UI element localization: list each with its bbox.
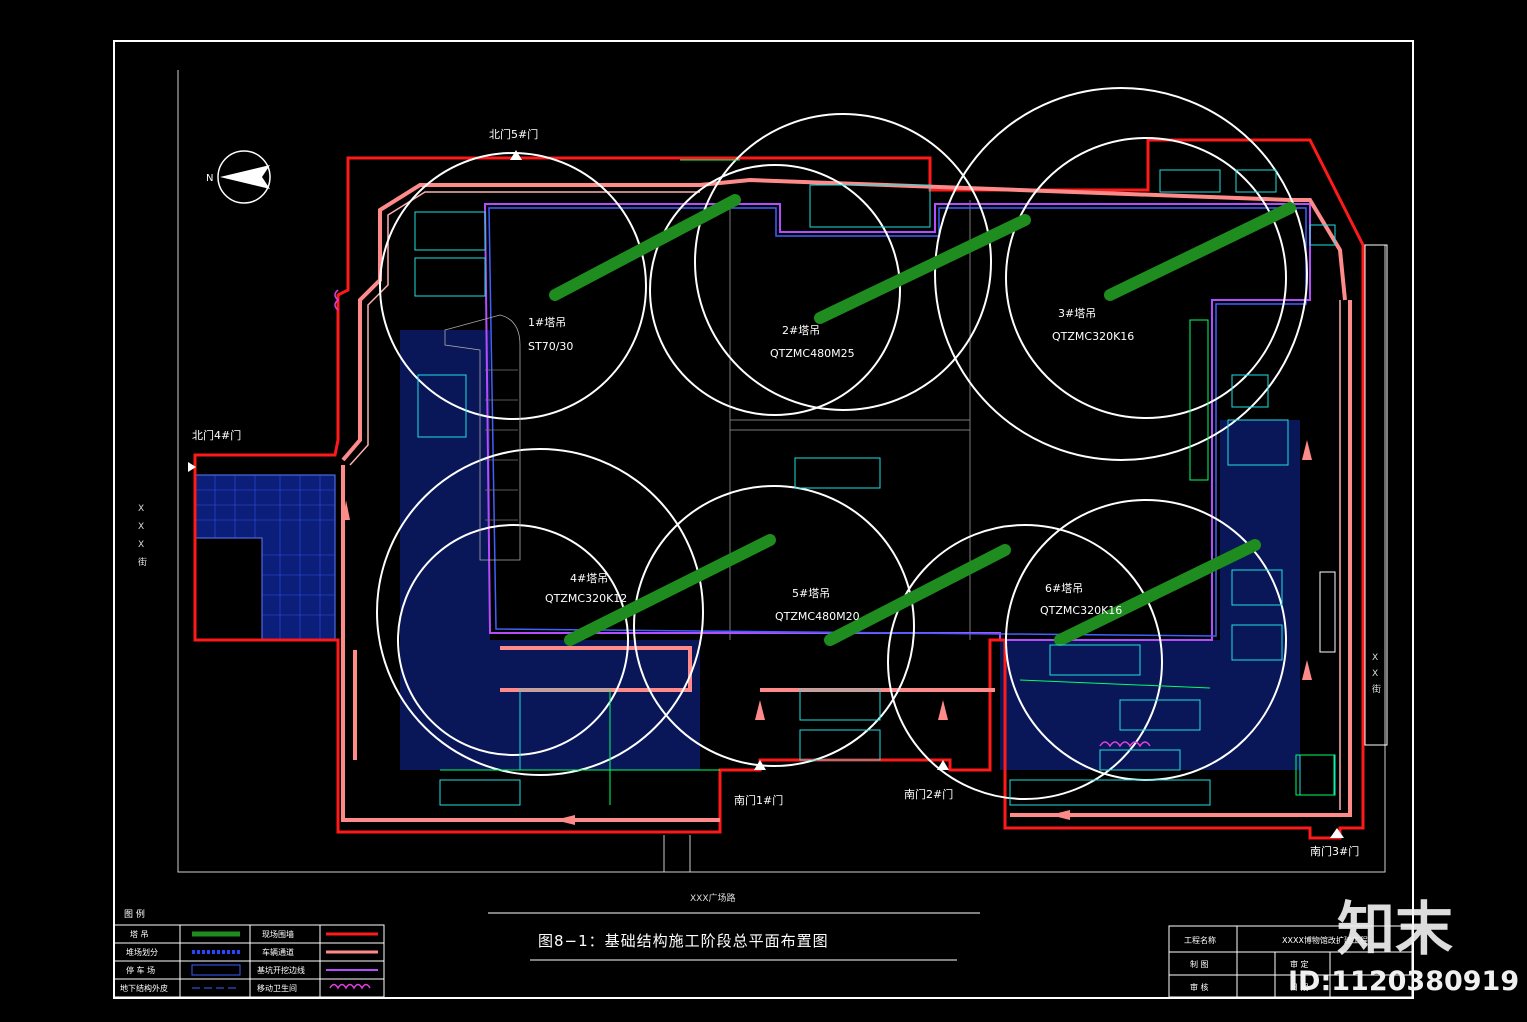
traffic-arrows bbox=[343, 440, 1312, 825]
crane-5-label: 5#塔吊 bbox=[792, 587, 831, 600]
crane-6-label: 6#塔吊 bbox=[1045, 582, 1084, 595]
north-arrow-icon: N bbox=[206, 150, 271, 204]
legend-title: 图 例 bbox=[124, 910, 145, 920]
crane-4-model: QTZMC320K12 bbox=[545, 592, 628, 605]
crane-6-model: QTZMC320K16 bbox=[1040, 604, 1123, 617]
structure-hatch bbox=[400, 330, 1300, 770]
title-block bbox=[1168, 925, 1413, 998]
legend-row-4-left: 地下结构外皮 bbox=[120, 984, 168, 993]
excavation-line bbox=[483, 203, 1311, 641]
gate-1-label: 南门1#门 bbox=[734, 794, 784, 807]
street-left-label: X X X 街 bbox=[138, 504, 148, 568]
watermark-brand: 知末 bbox=[1337, 895, 1454, 963]
legend-row-3-left: 停 车 场 bbox=[126, 966, 156, 975]
vehicle-road bbox=[341, 177, 1352, 822]
title-block-approved-label: 审 定 bbox=[1290, 960, 1309, 969]
title-block-drawn-label: 制 图 bbox=[1190, 960, 1209, 969]
parking-area bbox=[194, 474, 336, 641]
street-bottom-label: XXX广场路 bbox=[690, 894, 736, 904]
crane-radius-circles bbox=[376, 87, 1308, 800]
title-block-date-label: 日 期 bbox=[1290, 983, 1309, 992]
gate-2-label: 南门2#门 bbox=[904, 788, 954, 801]
legend-toilet-swatch bbox=[329, 983, 371, 990]
drawing-frame bbox=[113, 40, 1414, 999]
crane-3-model: QTZMC320K16 bbox=[1052, 330, 1135, 343]
title-block-project-value: XXXX博物馆改扩建工程 bbox=[1282, 936, 1368, 945]
gate-3-label: 南门3#门 bbox=[1310, 845, 1360, 858]
crane-3-label: 3#塔吊 bbox=[1058, 307, 1097, 320]
crane-5-model: QTZMC480M20 bbox=[775, 610, 860, 623]
site-facilities bbox=[414, 169, 1336, 806]
crane-4-label: 4#塔吊 bbox=[570, 572, 609, 585]
legend-swatches bbox=[191, 931, 378, 990]
legend-row-1-left: 塔 吊 bbox=[130, 930, 149, 939]
crane-2-label: 2#塔吊 bbox=[782, 324, 821, 337]
gate-5-label: 北门5#门 bbox=[489, 128, 539, 141]
svg-text:N: N bbox=[206, 173, 213, 184]
gate-4-label: 北门4#门 bbox=[192, 429, 242, 442]
legend-row-1-right: 现场围墙 bbox=[262, 930, 294, 939]
tower-crane-booms bbox=[549, 194, 1296, 646]
crane-1-label: 1#塔吊 bbox=[528, 316, 567, 329]
title-block-project-label: 工程名称 bbox=[1184, 936, 1216, 945]
ramp bbox=[444, 314, 521, 561]
right-street-outline bbox=[1319, 244, 1388, 746]
crane-2-model: QTZMC480M25 bbox=[770, 347, 855, 360]
title-block-checked-label: 审 核 bbox=[1190, 983, 1209, 992]
gate-markers bbox=[188, 150, 1344, 838]
legend-table bbox=[113, 924, 385, 998]
property-line bbox=[177, 70, 1386, 873]
legend-parking-swatch bbox=[191, 964, 241, 976]
watermark-id: ID:1120380919 bbox=[1288, 966, 1520, 997]
crane-1-model: ST70/30 bbox=[528, 340, 574, 353]
legend-row-4-right: 移动卫生间 bbox=[257, 984, 297, 993]
legend-row-2-right: 车辆通道 bbox=[262, 948, 294, 957]
mobile-toilets bbox=[334, 289, 1151, 748]
legend-row-3-right: 基坑开挖边线 bbox=[257, 966, 305, 975]
site-fence bbox=[193, 138, 1365, 840]
street-right-label: X X 街 bbox=[1372, 653, 1382, 695]
drawing-title: 图8−1：基础结构施工阶段总平面布置图 bbox=[538, 932, 829, 950]
annotation-lines bbox=[440, 159, 1335, 805]
legend-row-2-left: 堆场划分 bbox=[126, 948, 158, 957]
